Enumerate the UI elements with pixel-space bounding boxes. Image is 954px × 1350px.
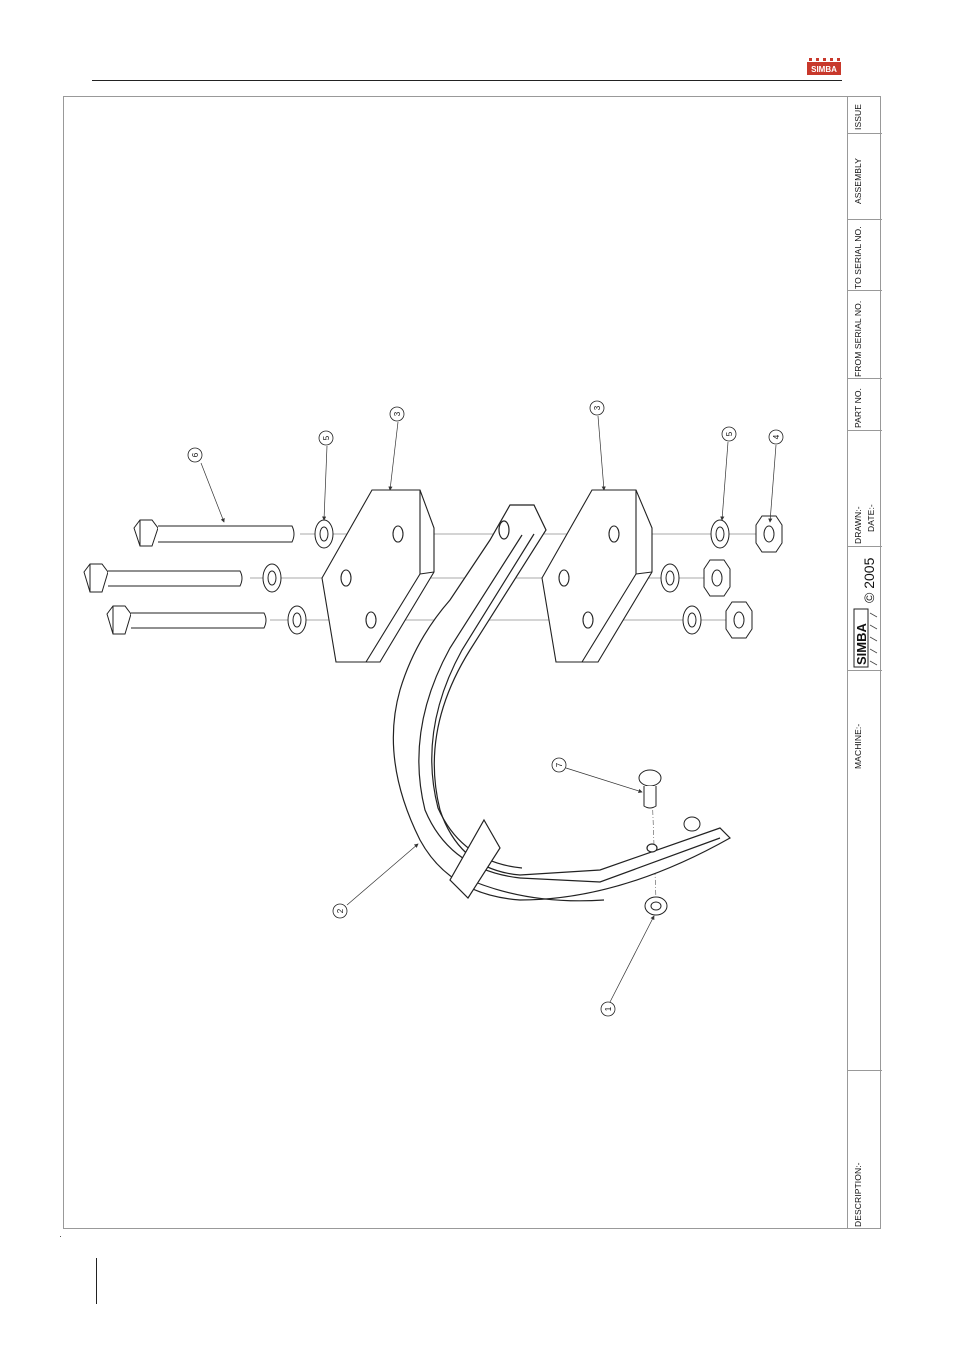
callout-1: 1 <box>601 1002 615 1016</box>
callout-5-left: 5 <box>319 431 333 445</box>
svg-text:5: 5 <box>725 431 734 436</box>
clamp-plate-left <box>322 490 434 662</box>
svg-text:2: 2 <box>336 908 345 913</box>
svg-text:7: 7 <box>555 762 564 767</box>
callout-balloons: 1 2 3 3 4 5 5 6 7 <box>188 401 783 1016</box>
svg-text:3: 3 <box>393 411 402 416</box>
leader-lines <box>201 416 776 1002</box>
bolt-middle <box>84 564 242 592</box>
callout-7: 7 <box>552 758 566 772</box>
svg-text:6: 6 <box>191 452 200 457</box>
callout-3-right: 3 <box>590 401 604 415</box>
footer-rule <box>96 1258 97 1304</box>
svg-text:5: 5 <box>322 435 331 440</box>
bolt-group <box>84 520 294 634</box>
bolt-lower <box>107 606 266 634</box>
svg-text:1: 1 <box>604 1006 613 1011</box>
callout-2: 2 <box>333 904 347 918</box>
countersunk-nut <box>645 897 667 915</box>
clamp-plate-right <box>542 490 652 662</box>
callout-4: 4 <box>769 430 783 444</box>
shear-bolt <box>639 770 700 831</box>
bolt-top <box>134 520 294 546</box>
callout-6: 6 <box>188 448 202 462</box>
svg-text:4: 4 <box>772 434 781 439</box>
callout-5-right: 5 <box>722 427 736 441</box>
callout-3-left: 3 <box>390 407 404 421</box>
svg-text:3: 3 <box>593 405 602 410</box>
page-mark <box>60 1236 61 1237</box>
